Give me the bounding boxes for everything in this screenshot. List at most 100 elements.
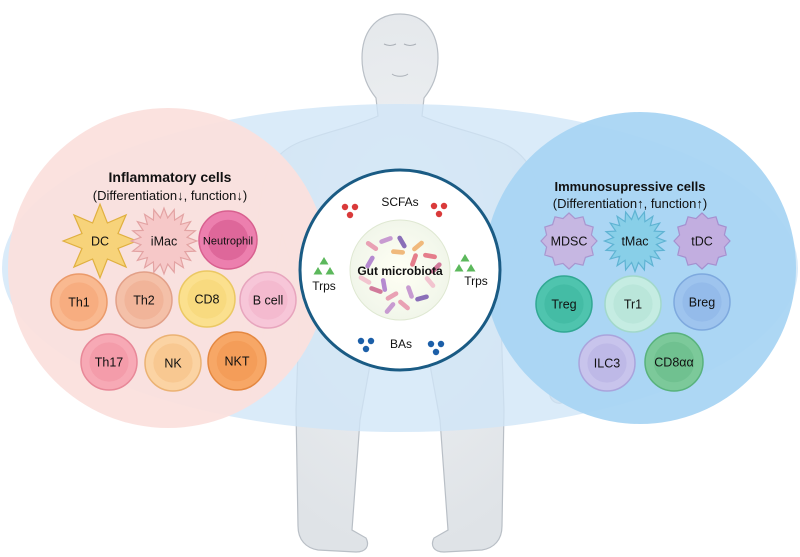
cell-label: CD8αα (654, 356, 693, 370)
bacterium (365, 255, 375, 269)
bacterium (379, 236, 393, 244)
bacterium (358, 275, 372, 285)
cell-inner (59, 282, 99, 322)
cell-label: tMac (621, 235, 648, 249)
cell-label: Treg (551, 298, 576, 312)
immunosuppressive-title: Immunosupressive cells (554, 179, 705, 194)
marker-dot (341, 203, 349, 211)
cell-label: NKT (225, 355, 250, 369)
bacterium (385, 291, 399, 301)
trps-marker-right (454, 254, 476, 272)
cell-body (540, 212, 598, 270)
cell-cd8: CD8αα (644, 332, 704, 392)
cell-label: Tr1 (624, 298, 642, 312)
cell-label: Th1 (68, 296, 90, 310)
cell-b-cell: B cell (239, 271, 297, 329)
cell-body (129, 206, 199, 276)
cell-label: NK (164, 357, 182, 371)
cell-ilc3: ILC3 (578, 334, 636, 392)
cell-tmac: tMac (602, 208, 668, 274)
inflammatory-title: Inflammatory cells (109, 169, 232, 185)
scfa-marker-right (430, 202, 448, 218)
bacterium (380, 278, 388, 292)
marker-dot (362, 345, 370, 353)
marker-dot (346, 211, 354, 219)
metabolite-label-bas: BAs (390, 337, 412, 351)
marker-triangle (466, 264, 476, 272)
cell-label: B cell (253, 294, 284, 308)
cell-inner (613, 284, 653, 324)
cell-inner (207, 219, 249, 261)
marker-dot (435, 210, 443, 218)
cell-breg: Breg (673, 273, 731, 331)
immunosuppressive-subtitle: (Differentiation↑, function↑) (553, 196, 707, 211)
cell-label: Neutrophil (203, 236, 253, 248)
cell-inner (153, 343, 193, 383)
immunosuppressive-bubble (484, 112, 796, 424)
bas-marker-left (357, 337, 375, 353)
bacterium (415, 294, 429, 302)
bacterium (365, 241, 379, 251)
trps-marker-left (313, 257, 335, 275)
cell-th1: Th1 (50, 273, 108, 331)
bacterium (406, 285, 414, 299)
marker-dot (357, 337, 365, 345)
cell-imac: iMac (129, 206, 199, 276)
cell-inner (544, 284, 584, 324)
marker-dot (427, 340, 435, 348)
marker-dot (430, 202, 438, 210)
cell-inner (587, 343, 627, 383)
cell-inner (248, 280, 288, 320)
cell-nkt: NKT (207, 331, 267, 391)
bacterium (424, 276, 436, 288)
cell-label: ILC3 (594, 357, 620, 371)
cell-treg: Treg (535, 275, 593, 333)
metabolite-label-scfas: SCFAs (381, 195, 418, 209)
metabolite-label-trps-left: Trps (312, 279, 336, 293)
cell-label: Th17 (95, 356, 124, 370)
marker-dot (437, 340, 445, 348)
marker-dot (432, 348, 440, 356)
marker-triangle (325, 267, 335, 275)
cell-th17: Th17 (80, 333, 138, 391)
bacteria-cluster (358, 235, 442, 314)
bacterium (410, 253, 418, 267)
bacterium (369, 286, 383, 294)
marker-dot (440, 202, 448, 210)
cell-body (61, 202, 139, 280)
cell-label: Breg (689, 296, 715, 310)
marker-dot (351, 203, 359, 211)
bacterium (397, 235, 407, 249)
cell-inner (216, 340, 258, 382)
cell-tdc: tDC (673, 212, 731, 270)
cell-inner (89, 342, 129, 382)
cell-inner (124, 280, 164, 320)
cell-label: MDSC (551, 235, 588, 249)
cell-neutrophil: Neutrophil (198, 210, 258, 270)
cell-mdsc: MDSC (540, 212, 598, 270)
cell-cd8: CD8 (178, 270, 236, 328)
cell-inner (653, 341, 695, 383)
cell-dc: DC (61, 202, 139, 280)
metabolite-label-trps-right: Trps (464, 274, 488, 288)
cell-body (673, 212, 731, 270)
cell-inner (682, 282, 722, 322)
cell-label: CD8 (194, 293, 219, 307)
cell-label: DC (91, 235, 109, 249)
cell-label: tDC (691, 235, 713, 249)
marker-triangle (454, 264, 464, 272)
metabolite-markers (313, 202, 476, 356)
bacterium (384, 302, 396, 314)
bacterium (398, 299, 410, 311)
cell-body (602, 208, 668, 274)
bacterium (423, 252, 437, 260)
bacterium (391, 249, 405, 255)
bas-marker-right (427, 340, 445, 356)
marker-triangle (460, 254, 470, 262)
cell-label: iMac (151, 235, 177, 249)
cell-tr1: Tr1 (604, 275, 662, 333)
inflammatory-subtitle: (Differentiation↓, function↓) (93, 188, 247, 203)
cell-inner (187, 279, 227, 319)
